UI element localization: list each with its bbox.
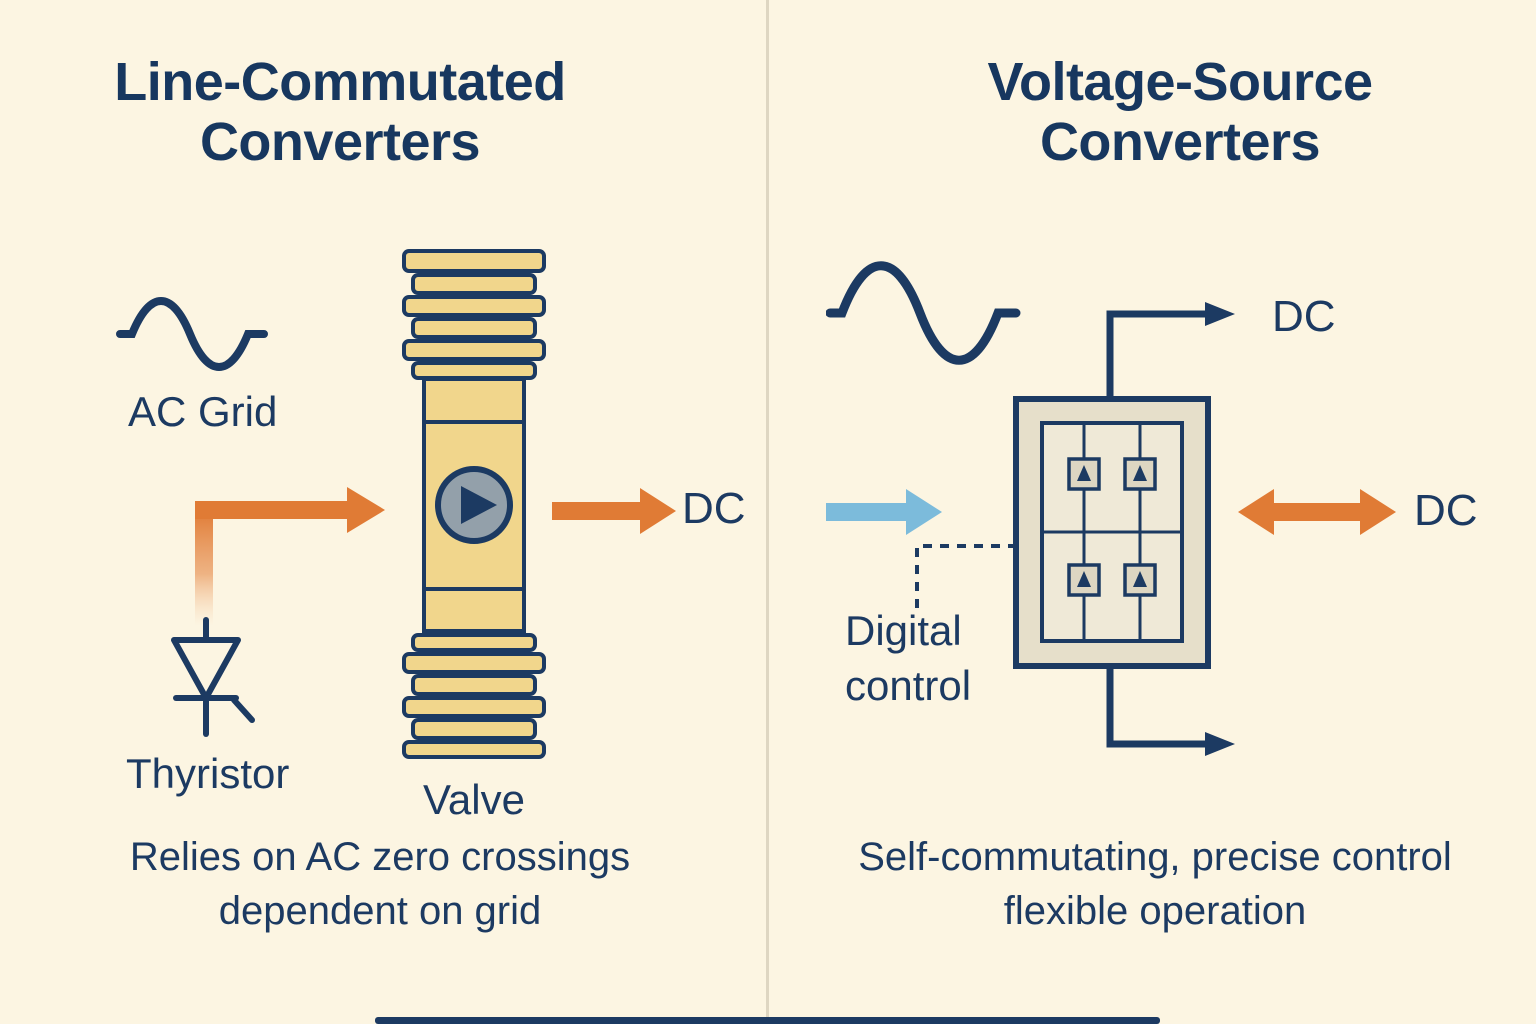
valve-triangle-icon <box>461 486 497 524</box>
digital-control-label: Digital control <box>845 607 972 709</box>
left-panel-caption: Relies on AC zero crossings dependent on… <box>129 835 631 933</box>
thyristor-label: Thyristor <box>126 750 290 797</box>
right-panel-caption: Self-commutating, precise control flexib… <box>858 835 1452 933</box>
ac-grid-label: AC Grid <box>128 388 278 435</box>
right-panel-title: Voltage-Source Converters <box>987 52 1373 173</box>
igbt-arrow-icons <box>1077 465 1147 587</box>
orange-double-arrow <box>1238 489 1396 535</box>
thyristor-valve-graphic <box>402 249 546 759</box>
dc-label-right-side: DC <box>1414 486 1478 535</box>
bottom-rule <box>375 1017 1160 1024</box>
blue-right-arrow <box>826 489 942 535</box>
igbt-bridge-graphic <box>1013 396 1211 669</box>
orange-right-arrow <box>552 488 676 534</box>
valve-label: Valve <box>423 776 525 823</box>
dc-label-top: DC <box>1272 292 1336 341</box>
dc-bottom-connector-arrow <box>1106 668 1235 756</box>
panel-divider <box>766 0 769 1024</box>
dc-top-connector-arrow <box>1106 302 1235 398</box>
dc-label-left-panel: DC <box>682 484 746 533</box>
orange-elbow-arrow <box>195 487 385 626</box>
left-panel-title: Line-Commutated Converters <box>114 52 566 173</box>
digital-control-dashed-line <box>915 544 1017 612</box>
thyristor-symbol-icon <box>171 617 255 737</box>
ac-sine-wave-icon-left <box>116 297 268 371</box>
ac-sine-wave-icon-right <box>826 261 1021 365</box>
